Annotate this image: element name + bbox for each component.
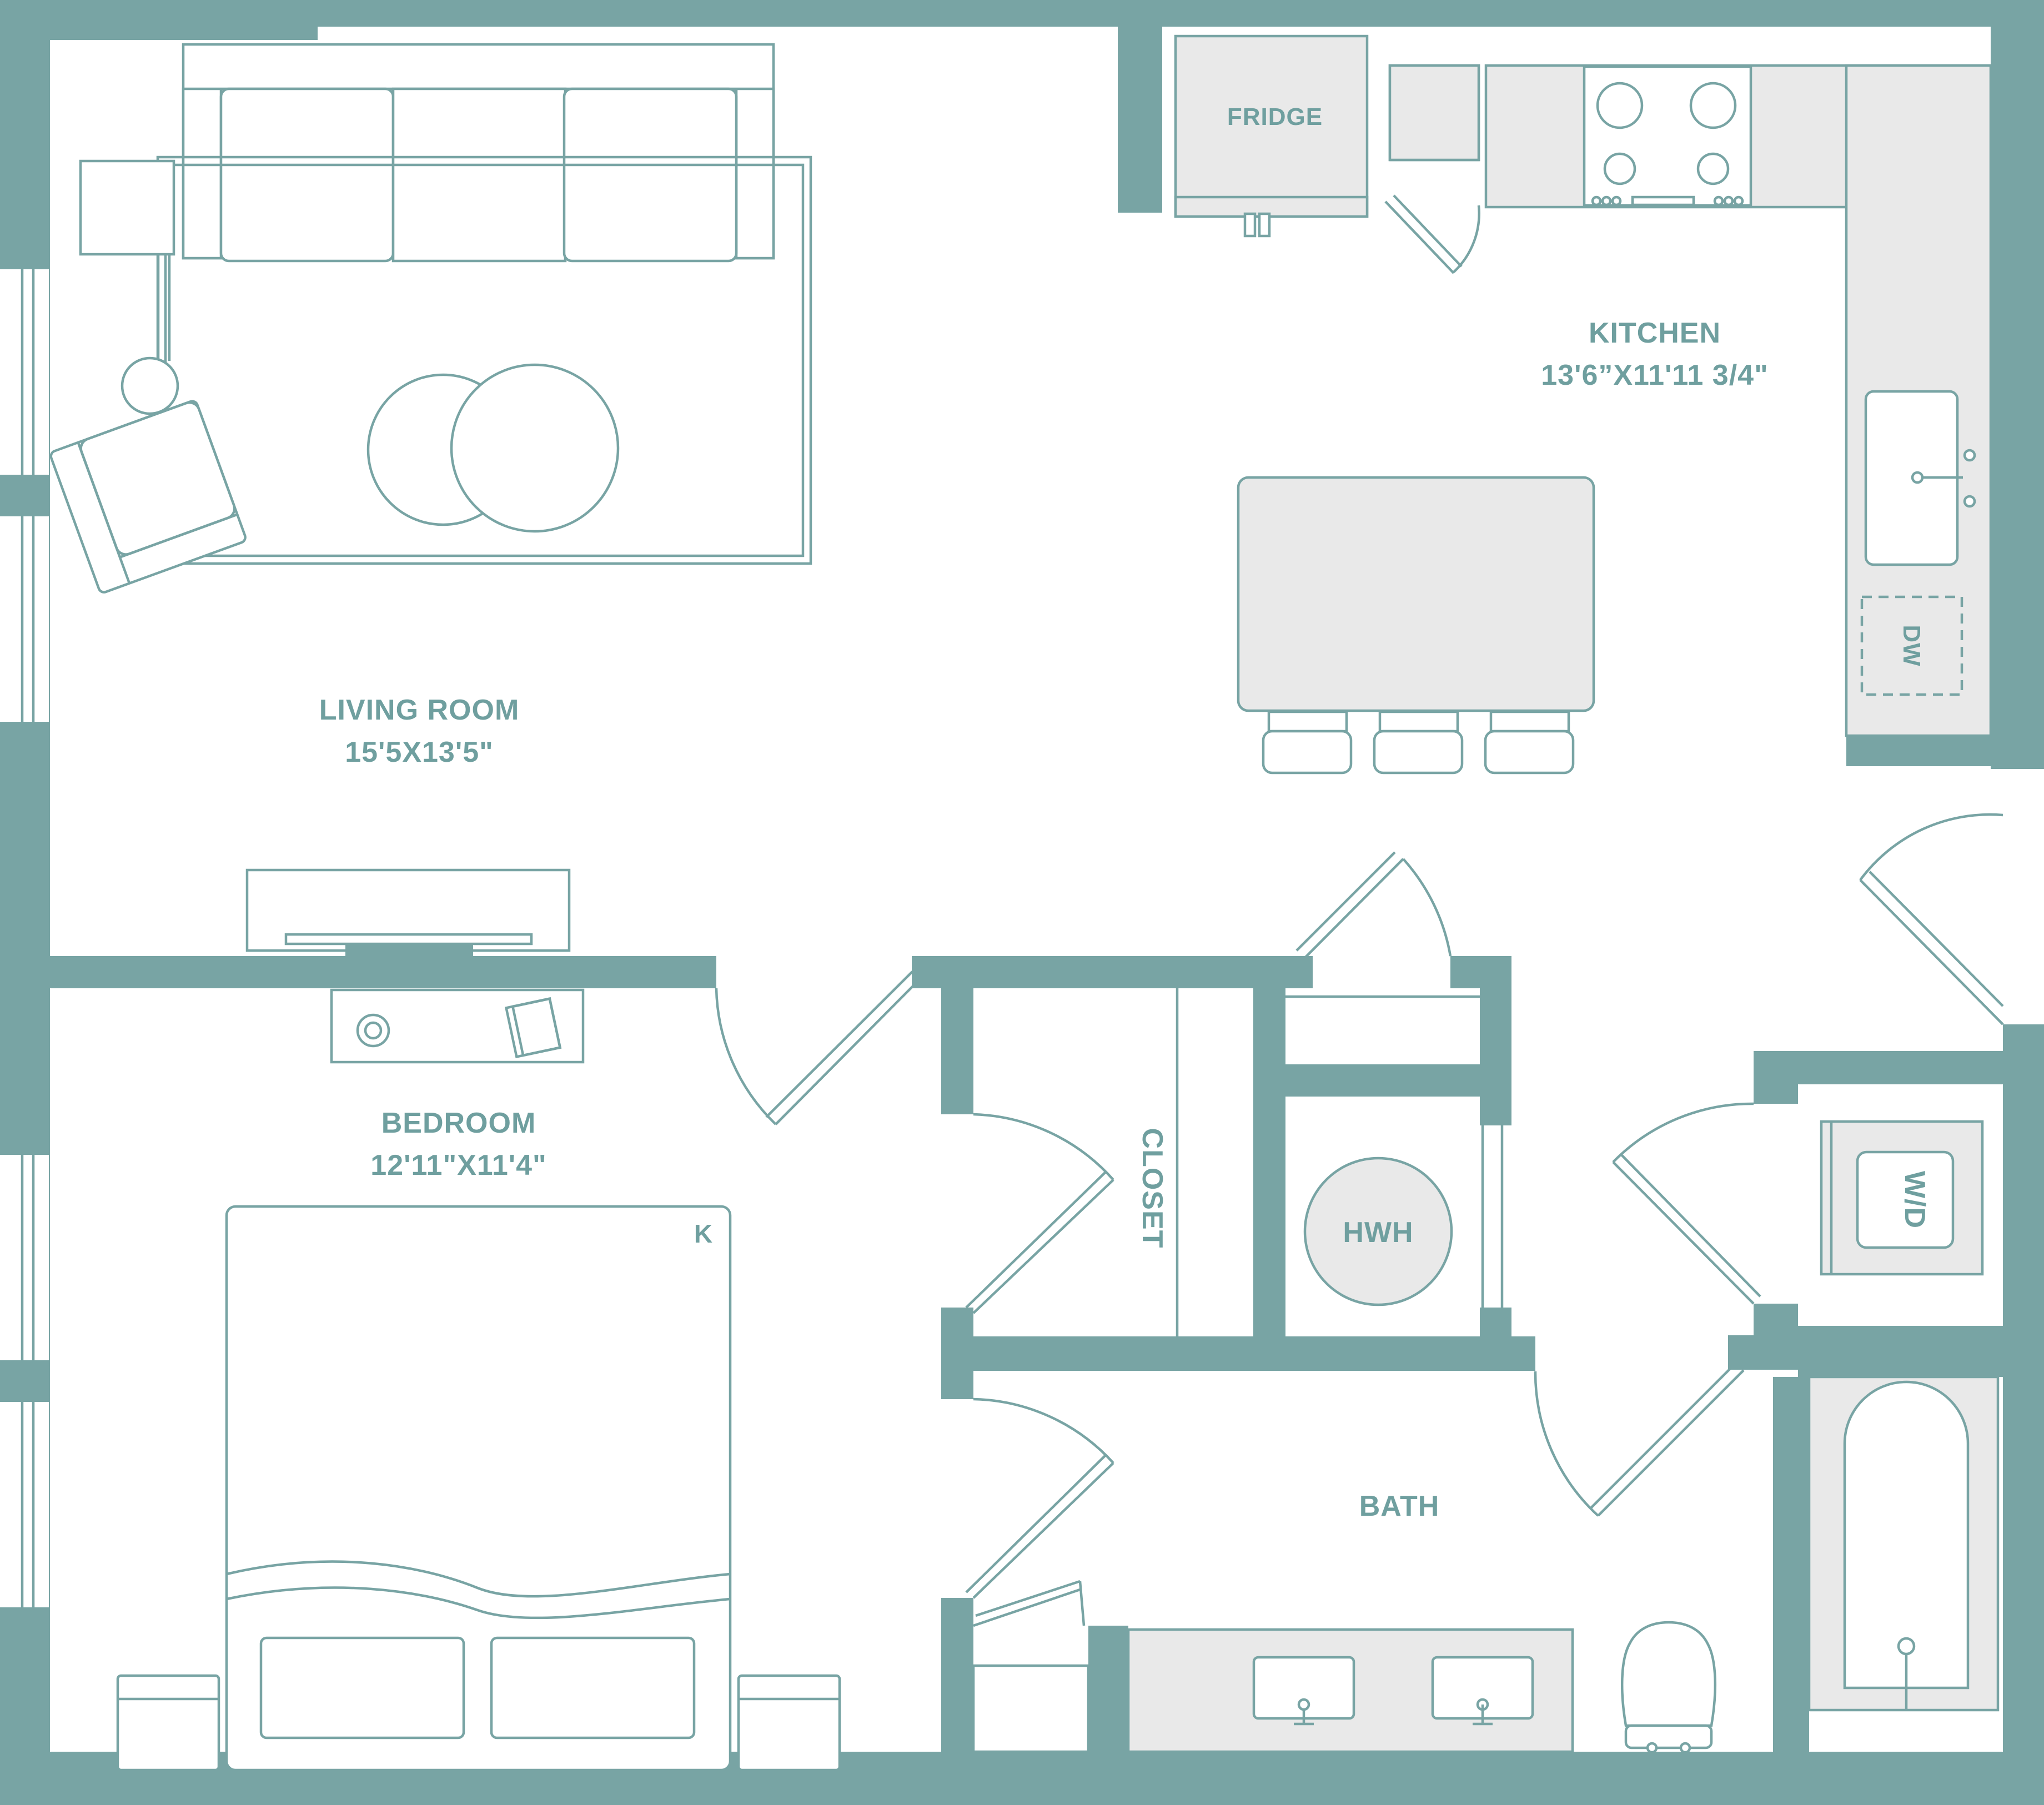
bedroom-name: BEDROOM (381, 1107, 536, 1139)
side-table (79, 159, 179, 415)
living-room-size: 15'5X13'5" (345, 736, 494, 768)
tv-console (245, 868, 571, 956)
toilet (1620, 1621, 1717, 1754)
kitchen-size: 13'6”X11'11 3/4" (1541, 359, 1769, 391)
dishwasher (1860, 595, 1963, 696)
living-room-name: LIVING ROOM (319, 694, 520, 726)
water-heater (1303, 1157, 1453, 1306)
nightstands (116, 1674, 841, 1772)
kitchen-island (1237, 476, 1595, 775)
dishwasher-label: DW (1898, 625, 1925, 666)
bath-closet (972, 1580, 1090, 1753)
left-windows (0, 269, 49, 1607)
bed-size-label: K (694, 1219, 713, 1248)
bathtub (1807, 1375, 2000, 1712)
washer-dryer (1820, 1120, 1984, 1276)
linen-door (1295, 851, 1452, 959)
fridge (1174, 34, 1369, 238)
kitchen-name: KITCHEN (1589, 317, 1721, 349)
closet-door (965, 1113, 1114, 1314)
bedroom-door (715, 971, 923, 1125)
interior-walls (50, 27, 2003, 1776)
cooktop (1583, 65, 1752, 207)
bed (225, 1205, 732, 1772)
water-heater-label: HWH (1343, 1216, 1413, 1249)
bath-entry-door (965, 1397, 1114, 1599)
room-labels: LIVING ROOM 15'5X13'5" KITCHEN 13'6”X11'… (319, 103, 1931, 1522)
coffee-tables (366, 363, 620, 533)
bath-name: BATH (1359, 1490, 1440, 1522)
laundry-door (1612, 1102, 1761, 1305)
sofa (182, 43, 775, 263)
bath-door (1534, 1362, 1745, 1517)
desk (330, 988, 585, 1064)
entry-door (1859, 813, 2004, 1025)
fridge-label: FRIDGE (1227, 103, 1323, 130)
kitchen-sink (1864, 390, 1976, 566)
bedroom-size: 12'11"X11'4" (370, 1149, 546, 1181)
closet-shelf (1176, 988, 1480, 1336)
washer-dryer-label: W/D (1899, 1171, 1931, 1229)
closet-name: CLOSET (1136, 1128, 1168, 1249)
lounge-chair (49, 400, 247, 594)
vanity (1127, 1628, 1574, 1753)
